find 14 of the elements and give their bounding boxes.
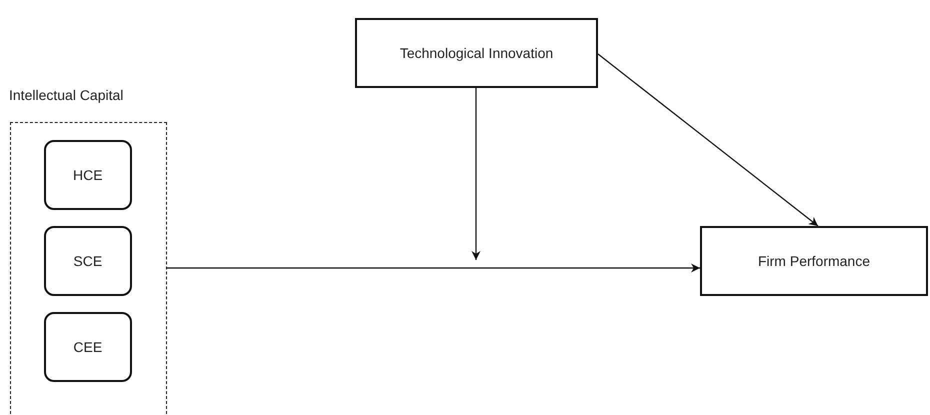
rounded-box <box>44 140 132 210</box>
arrow <box>167 264 700 272</box>
arrow <box>598 54 818 226</box>
box-label: Technological Innovation <box>400 45 554 61</box>
rect-box <box>700 226 928 296</box>
box-label: CEE <box>73 338 102 355</box>
rounded-box <box>44 226 132 296</box>
arrow <box>472 88 480 260</box>
box-label: Firm Performance <box>758 253 870 269</box>
box-label: SCE <box>73 252 102 269</box>
rounded-box <box>44 312 132 382</box>
group-heading: Intellectual Capital <box>9 87 124 103</box>
rect-box <box>355 18 598 88</box>
box-label: HCE <box>73 166 103 183</box>
